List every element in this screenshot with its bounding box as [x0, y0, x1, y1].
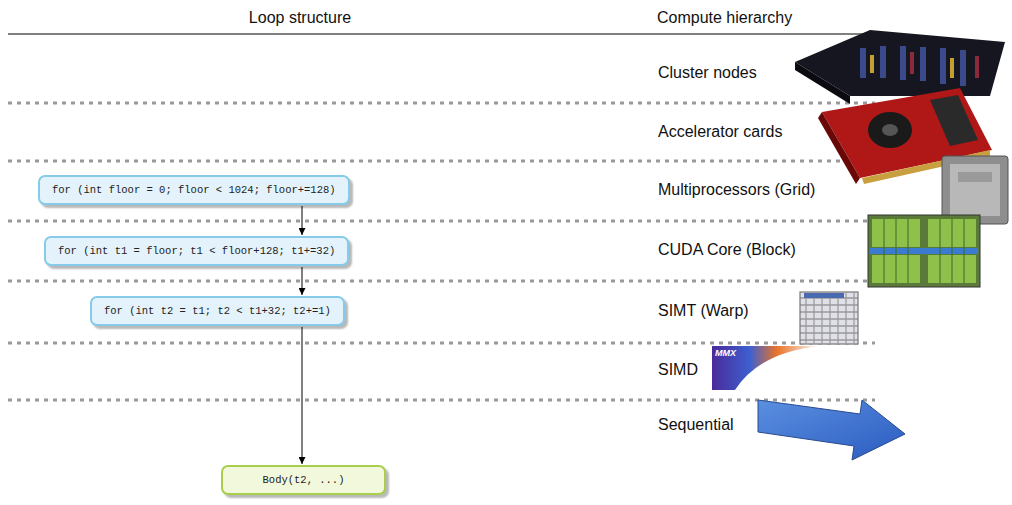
loop-box: for (int t1 = floor; t1 < floor+128; t1+…	[44, 236, 349, 266]
level-label: Accelerator cards	[658, 122, 783, 142]
nesting-arrow	[302, 327, 303, 464]
level-label: Sequential	[658, 415, 734, 435]
label-text: Loop structure	[249, 9, 351, 26]
level-label: SIMD	[658, 360, 698, 380]
column-header: Compute hierarchy	[657, 8, 792, 28]
label-text: Multiprocessors (Grid)	[658, 181, 815, 198]
logo-text: MMX	[715, 348, 736, 359]
cluster-picture	[795, 30, 1005, 104]
nesting-arrow	[302, 206, 303, 235]
nesting-arrow	[302, 267, 303, 295]
code-text: Body(t2, ...)	[263, 474, 345, 486]
body-box: Body(t2, ...)	[221, 465, 386, 495]
level-label: CUDA Core (Block)	[658, 240, 796, 260]
mmx-logo-picture	[712, 346, 820, 390]
column-header: Loop structure	[249, 8, 351, 28]
label-text: MMX	[715, 348, 736, 358]
label-text: SIMD	[658, 361, 698, 378]
label-text: Cluster nodes	[658, 64, 757, 81]
loop-box: for (int t2 = t1; t2 < t1+32; t2+=1)	[90, 296, 345, 326]
code-text: for (int floor = 0; floor < 1024; floor+…	[52, 184, 336, 196]
label-text: CUDA Core (Block)	[658, 241, 796, 258]
gpu-die-picture	[868, 215, 980, 287]
label-text: Sequential	[658, 416, 734, 433]
label-text: SIMT (Warp)	[658, 302, 749, 319]
level-separators	[8, 103, 875, 400]
level-label: Cluster nodes	[658, 63, 757, 83]
loop-box: for (int floor = 0; floor < 1024; floor+…	[38, 175, 350, 205]
code-text: for (int t2 = t1; t2 < t1+32; t2+=1)	[104, 305, 331, 317]
gpu-chip-picture	[942, 156, 1008, 224]
level-label: Multiprocessors (Grid)	[658, 180, 815, 200]
level-label: SIMT (Warp)	[658, 301, 749, 321]
warp-mesh-picture	[800, 292, 858, 344]
sequential-arrow-picture	[758, 400, 905, 460]
code-text: for (int t1 = floor; t1 < floor+128; t1+…	[58, 245, 335, 257]
label-text: Accelerator cards	[658, 123, 783, 140]
header-rule	[8, 34, 875, 35]
label-text: Compute hierarchy	[657, 9, 792, 26]
